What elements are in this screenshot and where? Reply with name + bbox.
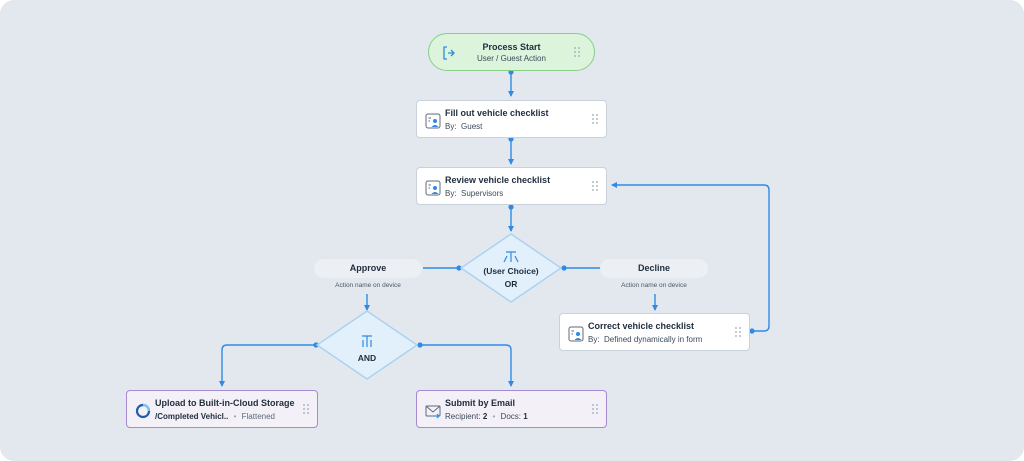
parallel-icon: [362, 335, 372, 347]
drag-handle-icon[interactable]: [303, 404, 309, 414]
docs-label: Docs:: [500, 412, 521, 421]
by-value: Guest: [461, 122, 483, 131]
cloud-storage-icon: [135, 403, 151, 419]
port-dot: [561, 265, 567, 271]
connector-and-email: [420, 344, 514, 387]
process-start-node[interactable]: Process Start User / Guest Action: [428, 33, 595, 71]
user-form-icon: [568, 326, 584, 342]
correct-checklist-node[interactable]: Correct vehicle checklist By: Defined dy…: [559, 313, 750, 351]
drag-handle-icon[interactable]: [592, 114, 598, 124]
by-value: Supervisors: [461, 189, 504, 198]
email-icon: [425, 405, 441, 419]
fill-out-checklist-node[interactable]: Fill out vehicle checklist By: Guest: [416, 100, 607, 138]
upload-mode: Flattened: [241, 412, 275, 421]
by-label: By:: [445, 189, 457, 198]
node-by: By: Guest: [445, 122, 482, 131]
node-title: Process Start: [482, 42, 541, 52]
node-subtitle: User / Guest Action: [477, 54, 546, 63]
node-title: Upload to Built-in-Cloud Storage: [155, 398, 295, 408]
recipient-label: Recipient:: [445, 412, 481, 421]
drag-handle-icon[interactable]: [592, 181, 598, 191]
upload-path: /Completed Vehicl..: [155, 412, 229, 421]
approve-action-pill[interactable]: Approve: [314, 259, 422, 278]
node-title: Correct vehicle checklist: [588, 321, 695, 331]
node-title: Fill out vehicle checklist: [445, 108, 549, 118]
by-label: By:: [445, 122, 457, 131]
upload-cloud-node[interactable]: Upload to Built-in-Cloud Storage /Comple…: [126, 390, 318, 428]
choice-diamond: [459, 233, 563, 303]
decline-action-pill[interactable]: Decline: [600, 259, 708, 278]
port-dot: [749, 328, 755, 334]
docs-value: 1: [523, 412, 528, 421]
node-details: Recipient: 2 • Docs: 1: [445, 412, 528, 421]
by-value: Defined dynamically in form: [604, 335, 703, 344]
review-checklist-node[interactable]: Review vehicle checklist By: Supervisors: [416, 167, 607, 205]
port-dot: [456, 265, 462, 271]
connector-correct-review: [611, 182, 770, 332]
user-choice-line1: (User Choice): [483, 266, 539, 276]
drag-handle-icon[interactable]: [592, 404, 598, 414]
connector-and-upload: [219, 344, 316, 387]
recipient-value: 2: [482, 412, 488, 421]
by-label: By:: [588, 335, 600, 344]
and-gate-label[interactable]: AND: [357, 353, 377, 363]
user-form-icon: [425, 113, 441, 129]
port-dot: [508, 204, 514, 210]
approve-caption: Action name on device: [335, 282, 401, 289]
node-title: Review vehicle checklist: [445, 175, 551, 185]
enter-icon: [443, 46, 455, 60]
port-dot: [417, 342, 423, 348]
node-by: By: Supervisors: [445, 189, 503, 198]
drag-handle-icon[interactable]: [735, 327, 741, 337]
node-by: By: Defined dynamically in form: [588, 335, 702, 344]
user-choice-line2: OR: [504, 279, 518, 289]
branch-icon: [503, 251, 519, 263]
drag-handle-icon[interactable]: [574, 47, 580, 57]
separator-dot: •: [492, 412, 496, 421]
submit-email-node[interactable]: Submit by Email Recipient: 2 • Docs: 1: [416, 390, 607, 428]
decline-caption: Action name on device: [621, 282, 687, 289]
node-details: /Completed Vehicl.. • Flattened: [155, 412, 275, 421]
user-choice-label[interactable]: (User Choice) OR: [461, 266, 561, 289]
separator-dot: •: [233, 412, 237, 421]
node-title: Submit by Email: [445, 398, 516, 408]
user-form-icon: [425, 180, 441, 196]
